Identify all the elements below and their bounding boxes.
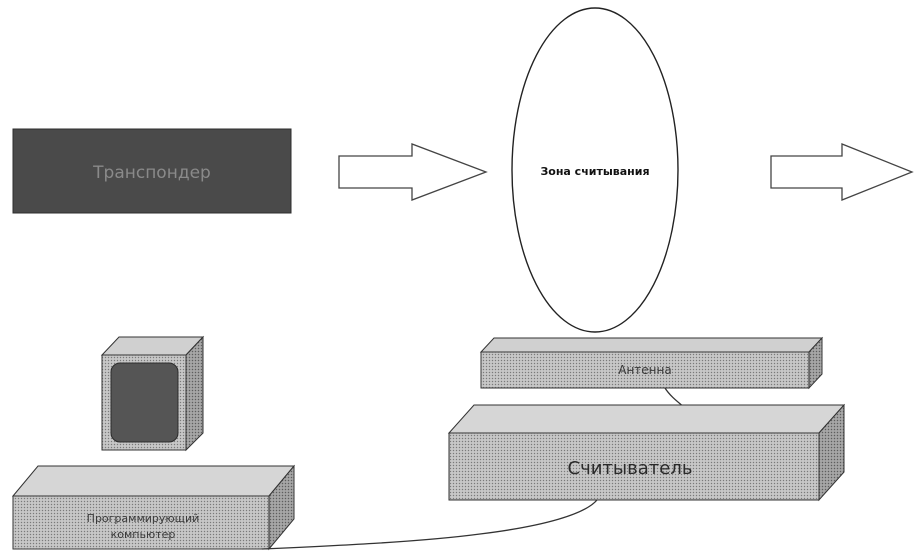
programming-computer-block: Программирующий компьютер [11,464,296,551]
antenna-block: Антенна [479,336,824,390]
transponder-block: Транспондер [12,128,292,214]
reader-block: Считыватель [447,403,846,502]
arrow-right-icon [770,143,914,201]
programming-computer-label-line2: компьютер [111,528,176,541]
monitor-icon [100,335,205,452]
arrow-right-icon [338,143,488,201]
programming-computer-label-line1: Программирующий [87,512,200,525]
antenna-label: Антенна [618,363,671,377]
antenna-reader-cable [664,387,685,408]
computer-reader-cable [261,499,598,550]
read-zone-label: Зона считывания [540,165,649,178]
read-zone: Зона считывания [511,7,679,333]
transponder-label: Транспондер [92,163,211,183]
reader-label: Считыватель [568,458,693,479]
